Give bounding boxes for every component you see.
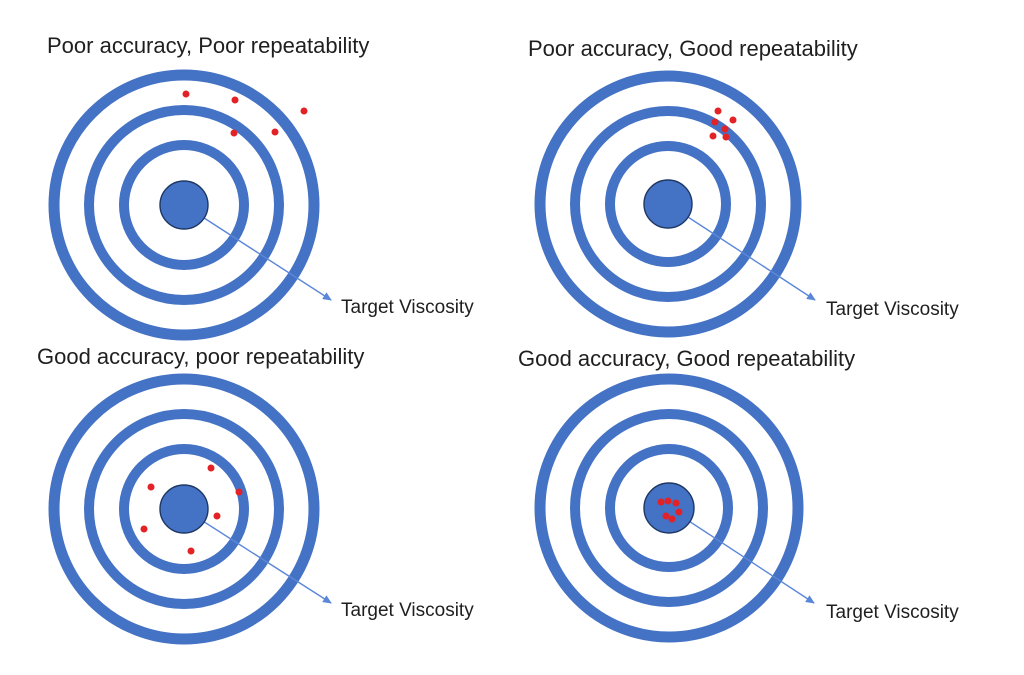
panel-title-poor-accuracy-good-repeatability: Poor accuracy, Good repeatability	[528, 36, 858, 61]
bullseye	[159, 180, 209, 230]
panel-title-good-accuracy-poor-repeatability: Good accuracy, poor repeatability	[37, 344, 365, 369]
measurement-dot	[714, 107, 722, 115]
inner-ring	[605, 141, 731, 267]
middle-ring	[84, 105, 284, 305]
outer-ring	[48, 373, 320, 645]
measurement-dot	[675, 508, 683, 516]
bullseye	[643, 179, 693, 229]
measurement-dot	[231, 96, 239, 104]
target-good-accuracy-good-repeatability	[534, 373, 815, 643]
measurement-dot	[672, 499, 680, 507]
measurement-dot	[721, 125, 729, 133]
target-viscosity-arrow	[183, 508, 332, 604]
middle-ring	[570, 409, 768, 607]
target-poor-accuracy-good-repeatability	[534, 70, 816, 338]
measurement-dot	[140, 525, 148, 533]
measurement-dot	[213, 512, 221, 520]
measurement-dot	[271, 128, 279, 136]
measurement-dot	[729, 116, 737, 124]
inner-ring	[605, 444, 733, 572]
target-good-accuracy-poor-repeatability	[48, 373, 332, 645]
bullseye	[643, 482, 695, 534]
measurement-dot	[230, 129, 238, 137]
target-viscosity-label-poor-poor: Target Viscosity	[341, 297, 474, 318]
measurement-dot	[147, 483, 155, 491]
panel-title-good-accuracy-good-repeatability: Good accuracy, Good repeatability	[518, 346, 856, 371]
measurement-dot	[182, 90, 190, 98]
measurement-dot	[711, 118, 719, 126]
target-viscosity-label-good-poor: Target Viscosity	[341, 600, 474, 621]
target-viscosity-label-poor-good: Target Viscosity	[826, 299, 959, 320]
measurement-dot	[664, 497, 672, 505]
measurement-dot	[657, 498, 665, 506]
middle-ring	[570, 106, 766, 302]
measurement-dot	[662, 512, 670, 520]
outer-ring	[534, 373, 804, 643]
target-viscosity-arrow	[668, 507, 815, 604]
target-viscosity-arrow	[667, 203, 816, 301]
measurement-dot	[207, 464, 215, 472]
measurement-dot	[668, 515, 676, 523]
inner-ring	[119, 444, 249, 574]
target-viscosity-arrow	[183, 204, 332, 301]
outer-ring	[48, 69, 320, 341]
outer-ring	[534, 70, 802, 338]
measurement-dot	[235, 488, 243, 496]
target-poor-accuracy-poor-repeatability	[48, 69, 332, 341]
measurement-dot	[709, 132, 717, 140]
measurement-dot	[722, 133, 730, 141]
target-viscosity-label-good-good: Target Viscosity	[826, 602, 959, 623]
panel-title-poor-accuracy-poor-repeatability: Poor accuracy, Poor repeatability	[47, 33, 370, 58]
measurement-dot	[187, 547, 195, 555]
inner-ring	[119, 140, 249, 270]
bullseye	[159, 484, 209, 534]
middle-ring	[84, 409, 284, 609]
measurement-dot	[300, 107, 308, 115]
